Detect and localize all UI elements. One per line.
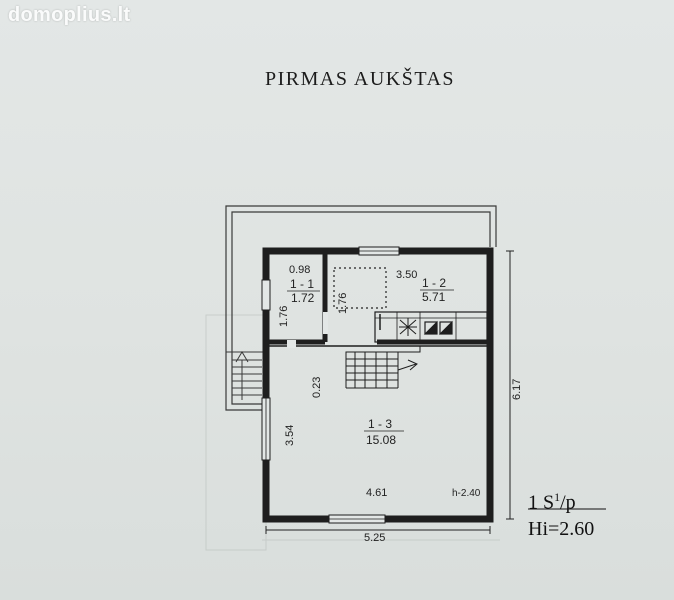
terrace-outline: [225, 205, 497, 411]
windows: [261, 246, 400, 524]
legend-line-2: Hi=2.60: [528, 517, 595, 540]
dimension-lines: [265, 250, 514, 534]
sink-icon: [423, 320, 453, 335]
floor-title: PIRMAS AUKŠTAS: [265, 68, 456, 90]
dim-label: 1.76: [278, 306, 290, 327]
window-small: [261, 279, 271, 311]
interior-staircase: [345, 346, 421, 389]
watermark-logo: domoplius.lt: [8, 4, 131, 26]
stove-burners-icon: [399, 318, 417, 336]
dim-label: 5.25: [364, 532, 385, 544]
shower-tray: [333, 267, 387, 309]
dim-label: 3.54: [284, 425, 296, 446]
dim-label: 3.50: [396, 269, 417, 281]
dim-label: 0.98: [289, 264, 310, 276]
dim-label: 6.17: [511, 379, 523, 400]
room-1-2-area: 5.71: [422, 290, 446, 304]
room-1-3-area: 15.08: [366, 433, 396, 447]
legend-line-1: 1 S1/p: [528, 490, 576, 514]
doorway: [323, 312, 328, 334]
doorway: [287, 340, 296, 348]
exterior-stairs: [226, 351, 266, 400]
kitchen-counter: [374, 311, 488, 343]
height-note: h-2.40: [452, 488, 481, 499]
dim-label: 1.76: [337, 293, 349, 314]
room-1-2-id: 1 - 2: [422, 276, 446, 290]
room-1-1-id: 1 - 1: [290, 277, 314, 291]
legend: 1 S1/p Hi=2.60: [528, 484, 594, 542]
room-1-1-area: 1.72: [291, 291, 315, 305]
dim-label: 0.23: [311, 377, 323, 398]
room-1-3-id: 1 - 3: [368, 417, 392, 431]
dim-label: 4.61: [366, 487, 387, 499]
